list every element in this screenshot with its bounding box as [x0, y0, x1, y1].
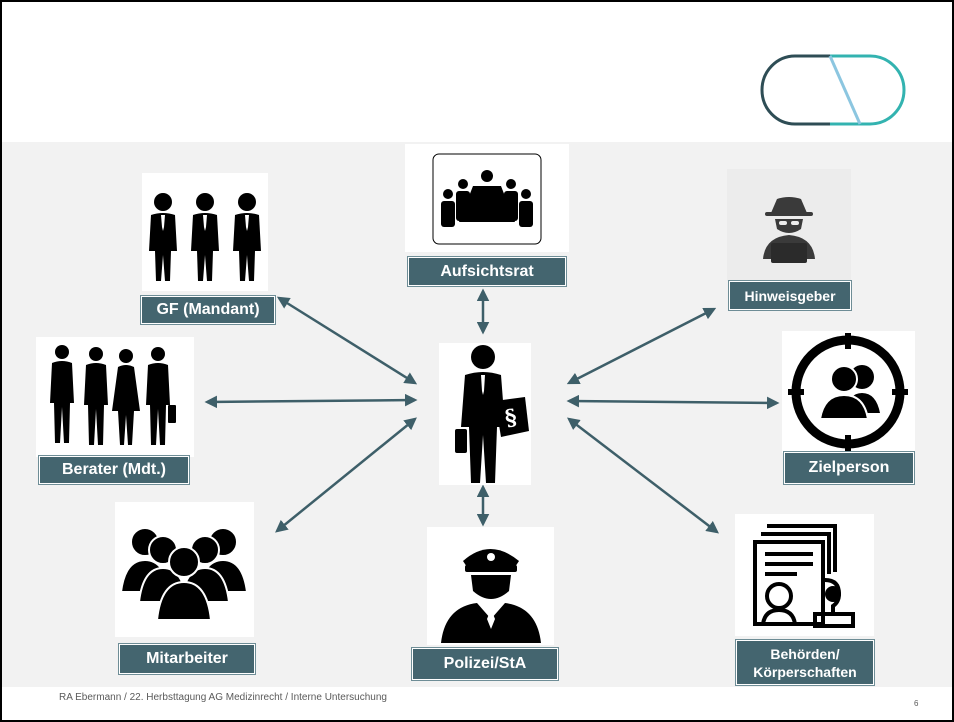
arrow-zielperson: [566, 394, 780, 410]
police-officer-icon: [441, 549, 541, 643]
aufsichtsrat-card: [405, 144, 569, 252]
lawyer-card: §: [439, 343, 531, 485]
gf-card: [142, 173, 268, 291]
behoerden-label: Behörden/ Körperschaften: [736, 640, 874, 685]
three-businessmen-icon: [149, 193, 261, 281]
lawyer-icon: §: [455, 345, 529, 483]
arrow-gf: [276, 296, 418, 385]
spy-hacker-icon: [727, 169, 851, 281]
aufsichtsrat-label: Aufsichtsrat: [408, 257, 566, 286]
board-meeting-icon: [432, 153, 542, 245]
footer-text: RA Ebermann / 22. Herbsttagung AG Medizi…: [59, 692, 387, 703]
hinweisgeber-label: Hinweisgeber: [729, 281, 851, 310]
hinweisgeber-card: [727, 169, 851, 281]
arrow-mitarbeiter: [275, 417, 417, 533]
behoerden-card: [735, 514, 874, 636]
crowd-icon: [119, 527, 249, 621]
polizei-card: [427, 527, 554, 645]
arrow-hinweisgeber: [566, 307, 717, 385]
behoerden-label-line2: Körperschaften: [753, 663, 857, 680]
document-stamp-icon: [753, 524, 855, 628]
page-number: 6: [914, 699, 919, 708]
logo-right-arc: [830, 54, 906, 126]
logo-left-arc: [760, 54, 830, 126]
logo-diagonal: [828, 55, 862, 125]
arrow-berater: [204, 393, 418, 409]
gnd-logo: [760, 54, 906, 126]
gf-label: GF (Mandant): [141, 296, 275, 324]
svg-text:§: §: [503, 404, 519, 432]
target-person-icon: [788, 333, 908, 451]
mitarbeiter-label: Mitarbeiter: [119, 644, 255, 674]
polizei-label: Polizei/StA: [412, 648, 558, 680]
mitarbeiter-card: [115, 502, 254, 637]
berater-label: Berater (Mdt.): [39, 456, 189, 484]
berater-card: [36, 337, 194, 457]
arrow-behoerden: [567, 417, 719, 534]
zielperson-label: Zielperson: [784, 452, 914, 484]
business-group-icon: [50, 345, 176, 445]
behoerden-label-line1: Behörden/: [770, 645, 840, 662]
zielperson-card: [782, 331, 915, 453]
